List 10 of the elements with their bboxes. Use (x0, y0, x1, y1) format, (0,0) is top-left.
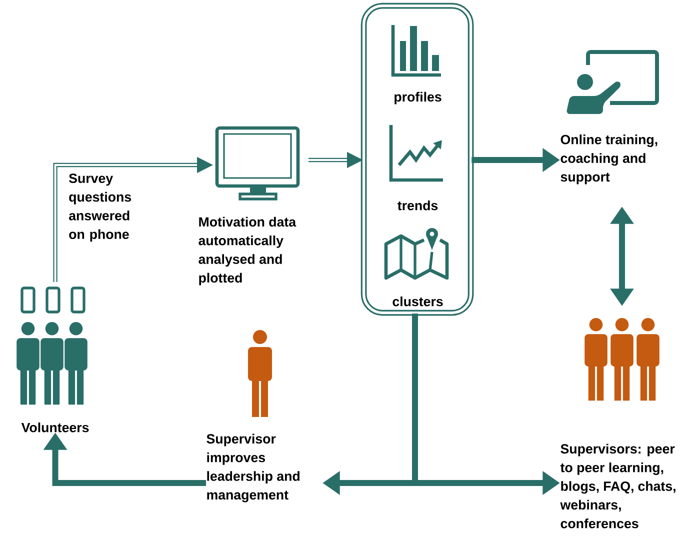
node-label: profiles (394, 92, 442, 104)
node-label: Supervisors: peer to peer learning, blogs, FAQ, chats, webinars, conferences (560, 444, 676, 528)
node-label: Volunteers (21, 422, 89, 432)
node-label: Online training, coaching and support (560, 134, 658, 184)
panel (360, 2, 474, 316)
node-label: clusters (392, 296, 443, 306)
node-label: Motivation data automatically analysed and plotted (198, 216, 296, 286)
node-label: Supervisor improves leadership and management (206, 434, 300, 502)
edge-label: Survey questions answered on phone (67, 172, 145, 243)
node-label: trends (398, 200, 438, 210)
